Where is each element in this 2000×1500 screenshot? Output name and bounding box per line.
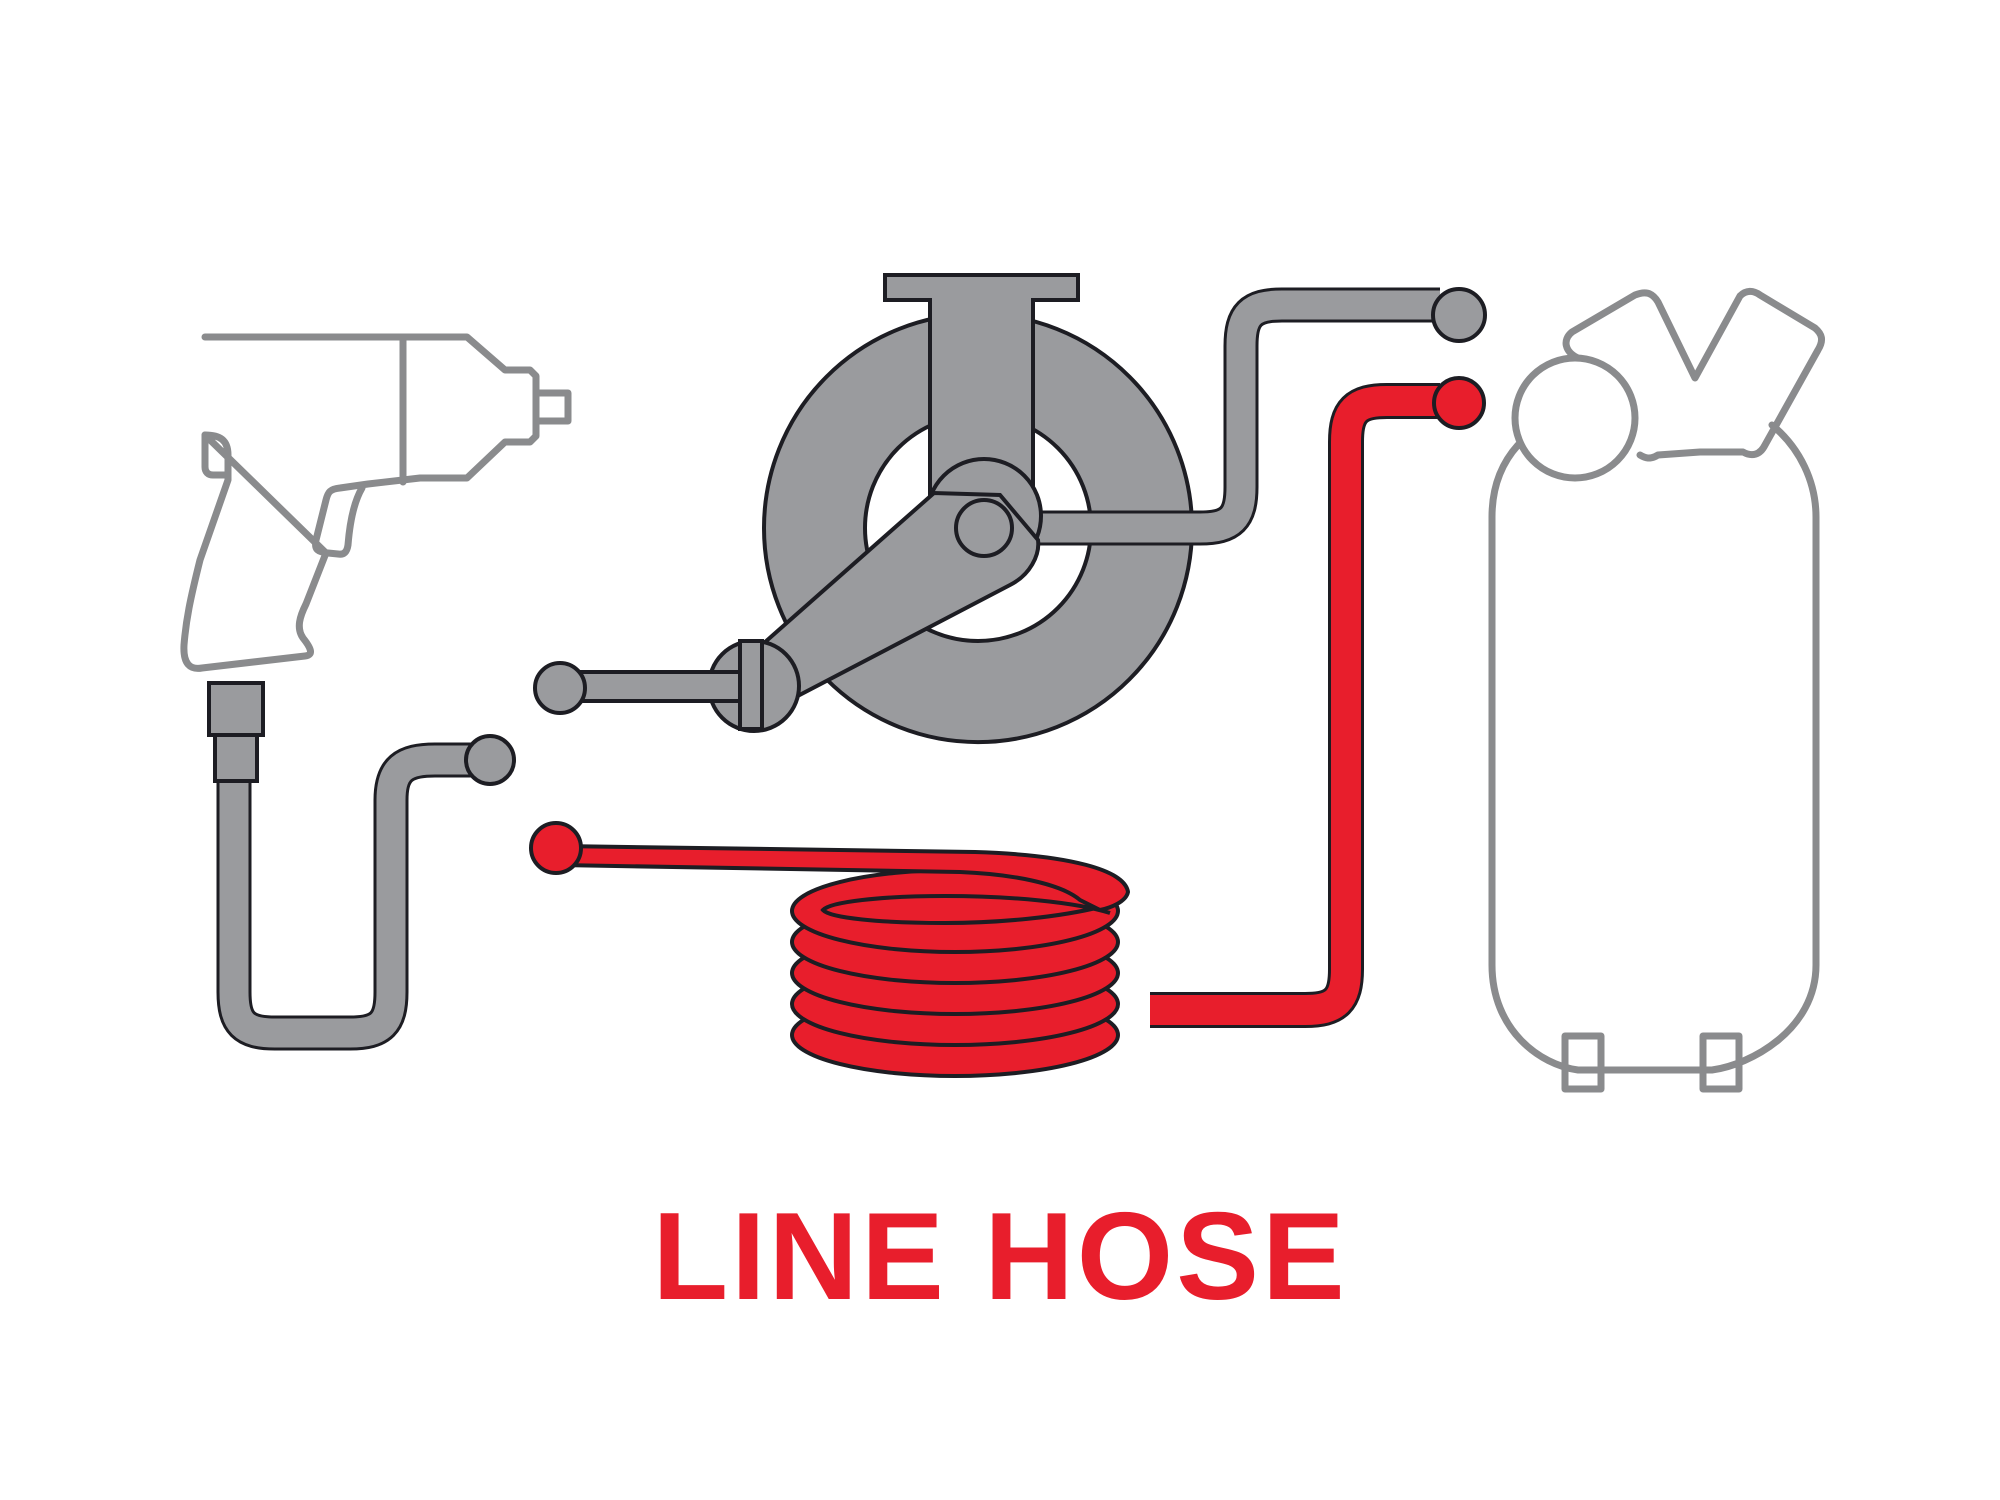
reel-outlet-coupler-icon — [1431, 287, 1487, 343]
line-hose-icon — [529, 376, 1486, 1078]
line-hose-coupler-right-icon — [1432, 376, 1486, 430]
hose-reel-icon — [533, 273, 1487, 744]
inlet-coupler-icon — [533, 661, 587, 715]
air-compressor-tank-icon — [1488, 287, 1826, 1093]
tool-whip-hose — [207, 681, 516, 1051]
impact-wrench-icon — [180, 333, 572, 672]
diagram-caption: LINE HOSE — [652, 1188, 1348, 1326]
coupler-icon — [464, 734, 516, 786]
line-hose-coupler-left-icon — [529, 821, 583, 875]
